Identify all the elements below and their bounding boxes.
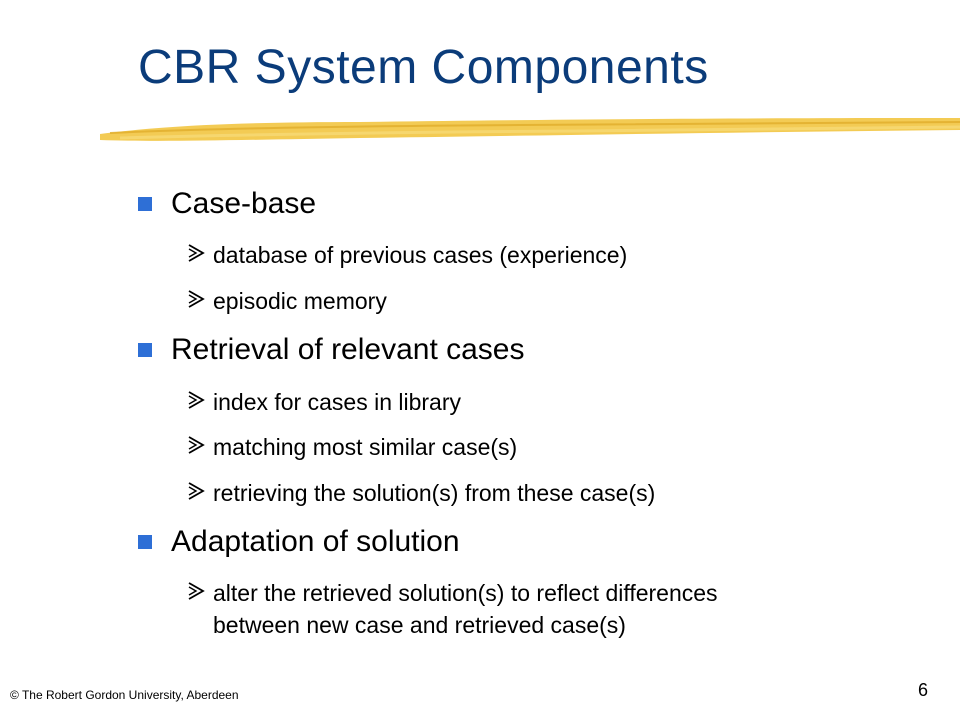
arrow-bullet-icon bbox=[188, 482, 205, 500]
arrow-bullet-icon bbox=[188, 244, 205, 262]
sub-bullet-text: index for cases in library bbox=[213, 389, 461, 415]
sub-bullet: database of previous cases (experience) bbox=[186, 239, 627, 271]
sub-bullet-text: database of previous cases (experience) bbox=[213, 242, 628, 268]
sub-bullet: retrieving the solution(s) from these ca… bbox=[186, 477, 655, 509]
sub-bullet-text: retrieving the solution(s) from these ca… bbox=[213, 480, 656, 506]
square-bullet-icon bbox=[138, 197, 152, 211]
bullet-case-base: Case-base bbox=[138, 187, 316, 221]
bullet-heading: Case-base bbox=[171, 187, 317, 220]
copyright-footer: © The Robert Gordon University, Aberdeen bbox=[10, 688, 239, 702]
sub-bullet-text: episodic memory bbox=[213, 288, 387, 314]
arrow-bullet-icon bbox=[188, 391, 205, 409]
square-bullet-icon bbox=[138, 535, 152, 549]
bullet-adaptation: Adaptation of solution bbox=[138, 525, 460, 559]
sub-bullet-text: matching most similar case(s) bbox=[213, 434, 518, 460]
square-bullet-icon bbox=[138, 343, 152, 357]
sub-bullet-text: alter the retrieved solution(s) to refle… bbox=[213, 580, 718, 606]
sub-bullet-text: between new case and retrieved case(s) bbox=[213, 612, 626, 638]
slide-title: CBR System Components bbox=[138, 41, 709, 94]
bullet-heading: Adaptation of solution bbox=[171, 525, 460, 558]
arrow-bullet-icon bbox=[188, 436, 205, 454]
sub-bullet-continuation: between new case and retrieved case(s) bbox=[186, 609, 626, 641]
arrow-bullet-icon bbox=[188, 582, 205, 600]
sub-bullet: episodic memory bbox=[186, 285, 387, 317]
page-number: 6 bbox=[918, 680, 929, 700]
sub-bullet: alter the retrieved solution(s) to refle… bbox=[186, 577, 718, 609]
bullet-heading: Retrieval of relevant cases bbox=[171, 333, 525, 366]
sub-bullet: matching most similar case(s) bbox=[186, 431, 517, 463]
bullet-retrieval: Retrieval of relevant cases bbox=[138, 333, 525, 367]
title-underline-brushstroke bbox=[100, 118, 960, 141]
arrow-bullet-icon bbox=[188, 290, 205, 308]
sub-bullet: index for cases in library bbox=[186, 386, 461, 418]
